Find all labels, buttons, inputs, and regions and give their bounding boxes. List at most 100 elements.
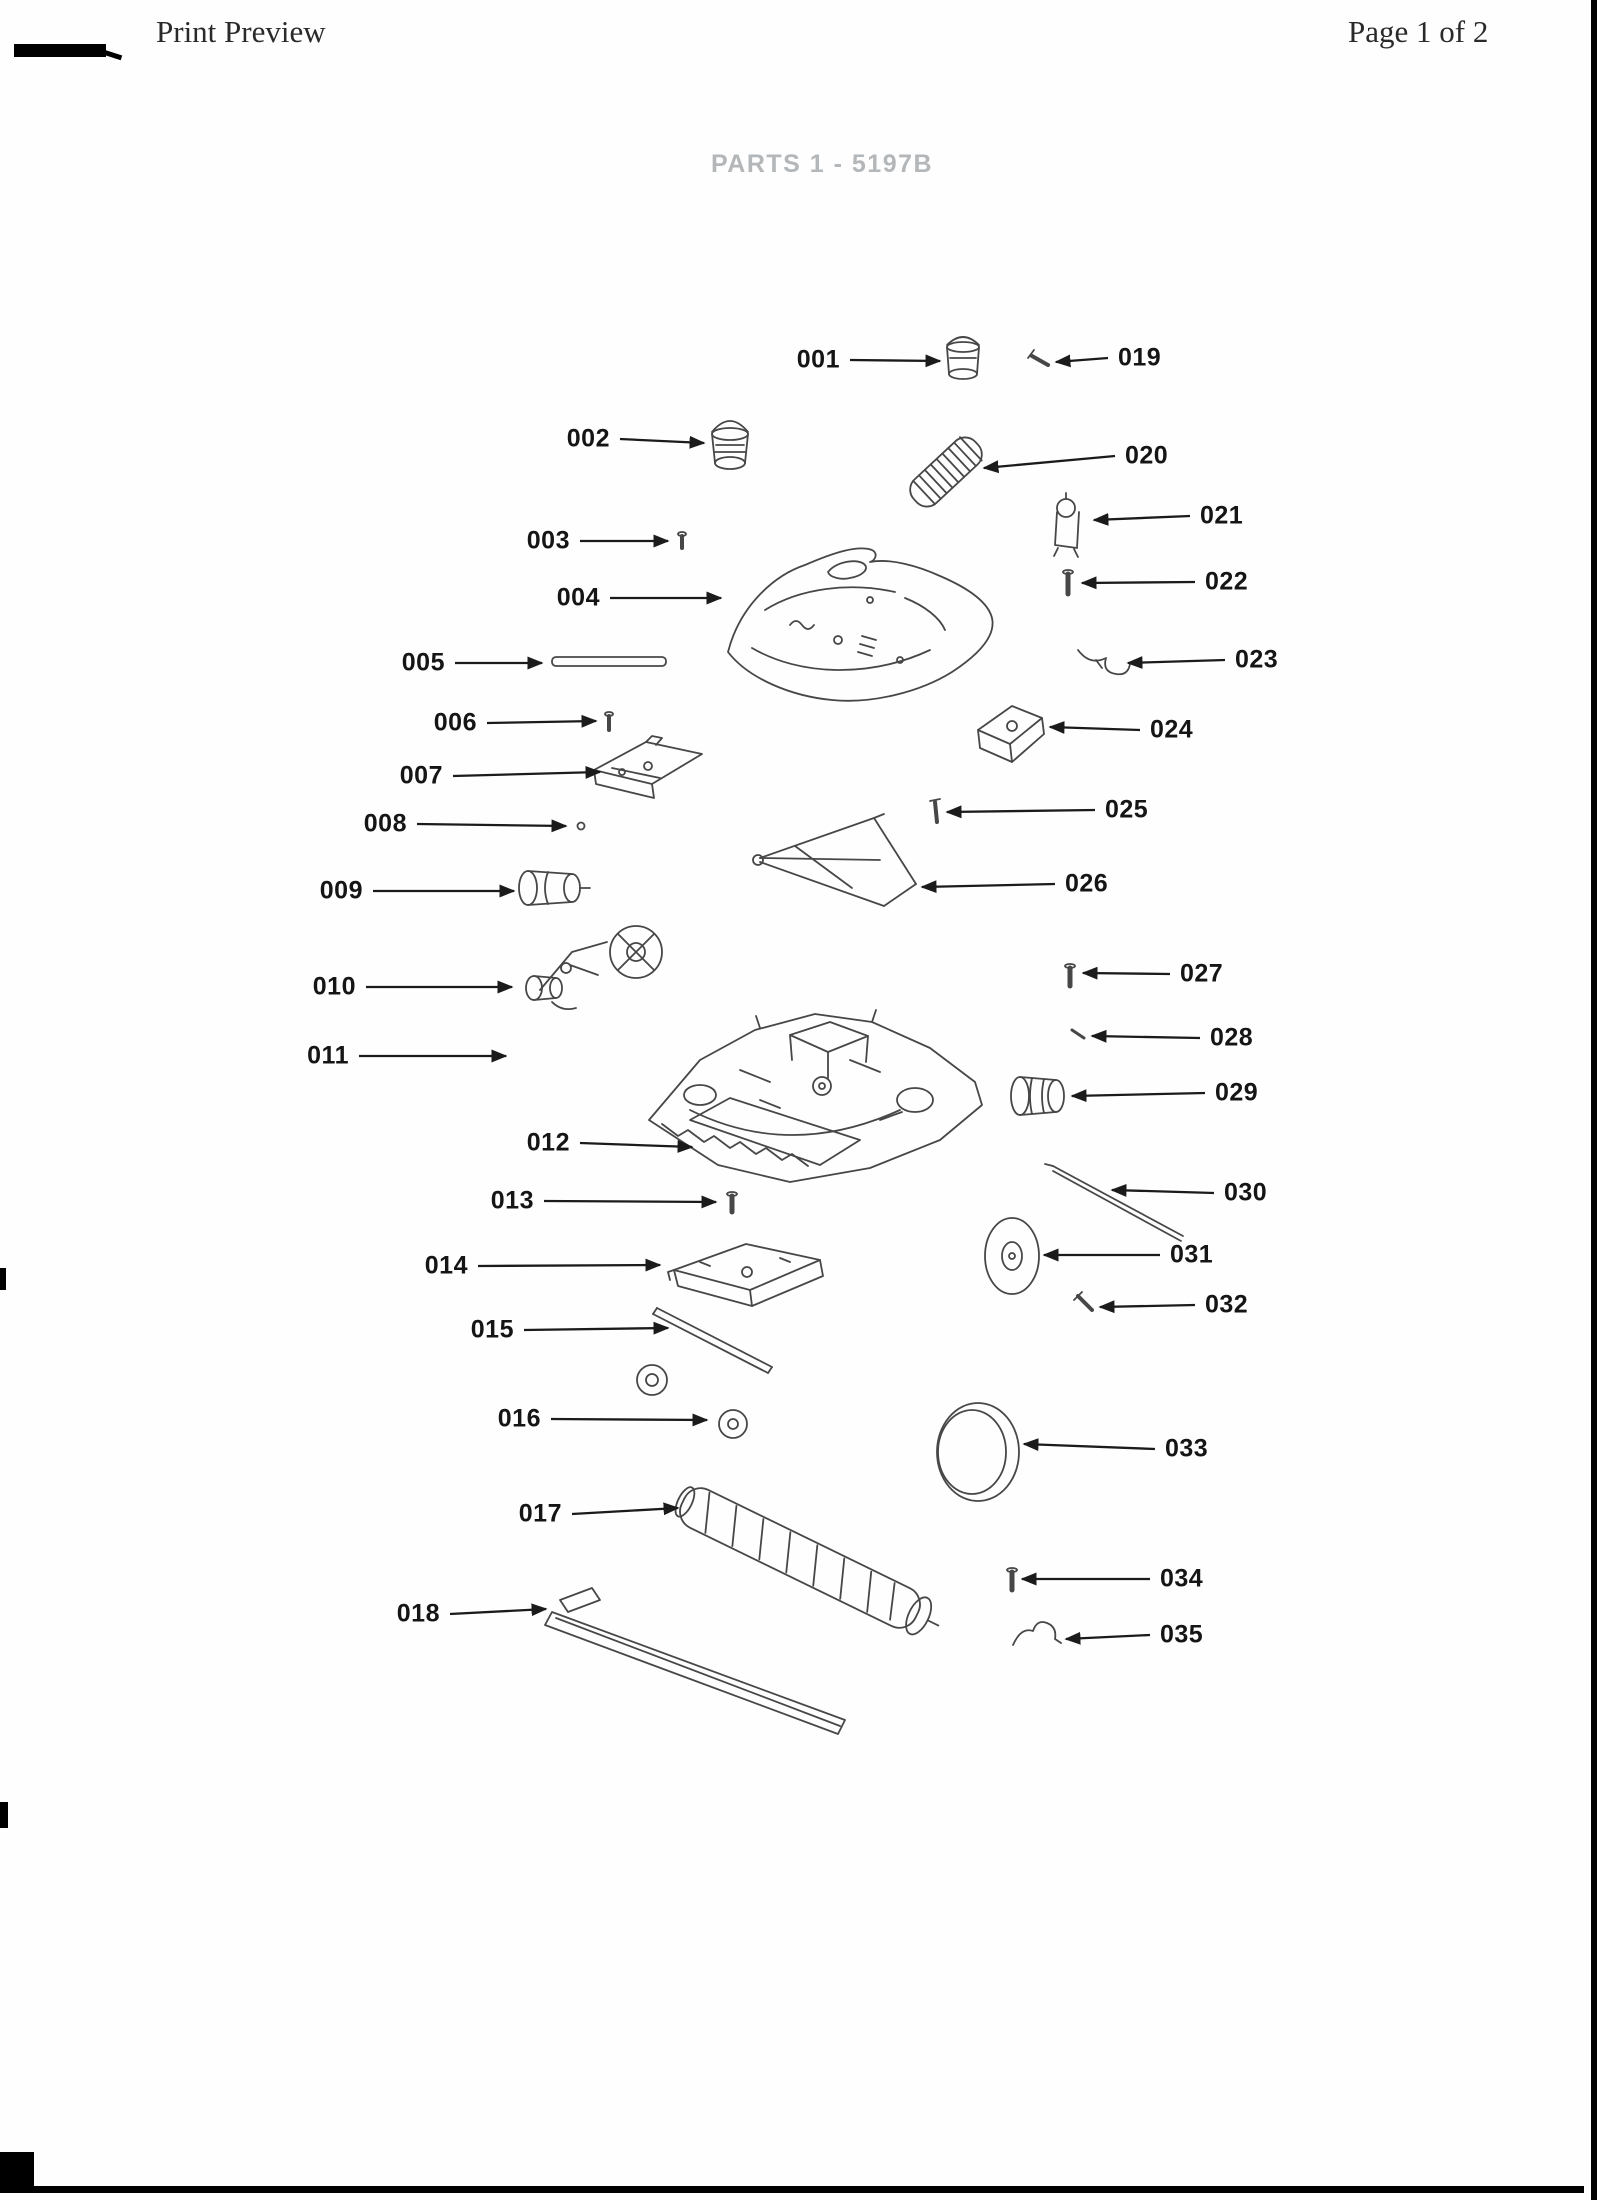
callout-label-031: 031 [1170, 1240, 1214, 1269]
part-014-bracket [667, 1243, 824, 1307]
callout-arrow-013 [543, 1195, 718, 1209]
callout-label-026: 026 [1065, 869, 1109, 898]
part-031-wheel [984, 1217, 1040, 1295]
callout-arrow-022 [1080, 576, 1196, 590]
callout-arrow-029 [1070, 1089, 1206, 1103]
part-004-hood [727, 547, 994, 702]
part-024-bracket [977, 705, 1045, 763]
part-033-wheel-large [936, 1402, 1020, 1502]
callout-label-028: 028 [1210, 1023, 1254, 1052]
part-023-clip [1077, 649, 1131, 676]
callout-arrow-006 [486, 714, 598, 728]
callout-label-023: 023 [1235, 645, 1279, 674]
callout-label-030: 030 [1224, 1178, 1268, 1207]
callout-label-022: 022 [1205, 567, 1249, 596]
callout-arrow-016 [550, 1413, 709, 1427]
part-012-base-deck [648, 1009, 983, 1183]
callout-arrow-018 [449, 1603, 548, 1617]
part-027-screw [1064, 963, 1076, 989]
callout-label-021: 021 [1200, 501, 1244, 530]
part-028-screw [1070, 1028, 1086, 1040]
callout-label-005: 005 [401, 648, 445, 677]
callout-arrow-023 [1126, 656, 1226, 669]
part-016-wheel-small-a [636, 1364, 668, 1396]
diagram-title: PARTS 1 - 5197B [710, 150, 934, 178]
callout-label-015: 015 [470, 1315, 514, 1344]
scan-artifact-top-left-dash [14, 44, 106, 57]
part-035-clip [1012, 1621, 1062, 1646]
callout-arrow-019 [1054, 354, 1109, 368]
part-025-screw [929, 798, 941, 824]
callout-label-006: 006 [433, 708, 477, 737]
callout-arrow-017 [571, 1502, 680, 1516]
callout-arrow-026 [920, 880, 1056, 894]
callout-label-007: 007 [399, 761, 443, 790]
part-006-screw [604, 711, 614, 732]
callout-label-019: 019 [1118, 343, 1162, 372]
scan-artifact-right-edge [1591, 0, 1597, 2200]
scan-artifact-bottom-edge [0, 2186, 1584, 2193]
callout-label-016: 016 [497, 1404, 541, 1433]
part-008-washer [576, 821, 586, 831]
callout-label-010: 010 [312, 972, 356, 1001]
callout-label-008: 008 [363, 809, 407, 838]
callout-arrows [359, 354, 1226, 1645]
scan-artifact-left-mark-1 [0, 1268, 6, 1290]
header-page-number: Page 1 of 2 [1348, 14, 1489, 49]
part-026-lever-frame [752, 813, 917, 907]
part-034-screw [1006, 1567, 1018, 1593]
part-020-hose [909, 436, 983, 508]
callout-label-004: 004 [556, 583, 600, 612]
part-007-plate [593, 735, 703, 799]
callout-label-032: 032 [1205, 1290, 1249, 1319]
callout-arrow-002 [619, 435, 706, 449]
callout-arrow-025 [945, 805, 1096, 819]
callout-arrow-032 [1098, 1300, 1196, 1314]
callout-arrow-024 [1048, 721, 1141, 734]
callout-label-033: 033 [1165, 1434, 1209, 1463]
scan-artifact-left-mark-2 [0, 1802, 8, 1828]
callout-label-020: 020 [1125, 441, 1169, 470]
callout-label-017: 017 [518, 1499, 562, 1528]
callout-arrow-030 [1110, 1183, 1215, 1197]
callout-label-012: 012 [526, 1128, 570, 1157]
callout-label-029: 029 [1215, 1078, 1259, 1107]
callout-arrow-007 [452, 765, 602, 779]
callout-label-002: 002 [566, 424, 610, 453]
part-002-cap [711, 420, 749, 470]
part-016-wheel-small-b [718, 1409, 748, 1439]
part-032-screw [1073, 1291, 1094, 1312]
callout-arrow-008 [416, 819, 568, 833]
callout-arrow-035 [1064, 1631, 1151, 1645]
callout-arrow-028 [1090, 1029, 1201, 1043]
callout-arrow-033 [1022, 1438, 1156, 1451]
callout-arrow-021 [1092, 512, 1191, 526]
part-013-screw [726, 1191, 738, 1215]
callout-arrow-027 [1081, 966, 1171, 980]
scan-artifact-bottom-left [0, 2152, 34, 2193]
part-003-screw [677, 531, 687, 550]
part-009-motor [518, 870, 591, 906]
callout-arrow-020 [982, 454, 1116, 474]
part-019-screw [1027, 349, 1050, 367]
callout-label-009: 009 [319, 876, 363, 905]
part-021-valve [1053, 492, 1080, 558]
part-010-pulley-assembly [525, 925, 663, 1011]
callout-label-027: 027 [1180, 959, 1224, 988]
callout-label-003: 003 [526, 526, 570, 555]
callout-label-035: 035 [1160, 1620, 1204, 1649]
header-print-preview: Print Preview [156, 14, 326, 49]
callout-label-018: 018 [396, 1599, 440, 1628]
part-029-roller [1010, 1076, 1065, 1116]
part-005-strip [551, 656, 667, 667]
callout-arrow-015 [523, 1321, 670, 1335]
part-017-brush-roller [674, 1486, 940, 1636]
part-001-cap [946, 336, 980, 380]
part-018-sole-plate [544, 1587, 846, 1735]
callout-label-001: 001 [796, 345, 840, 374]
callout-label-014: 014 [424, 1251, 468, 1280]
callout-label-025: 025 [1105, 795, 1149, 824]
callout-label-013: 013 [490, 1186, 534, 1215]
callout-arrow-012 [579, 1140, 694, 1153]
